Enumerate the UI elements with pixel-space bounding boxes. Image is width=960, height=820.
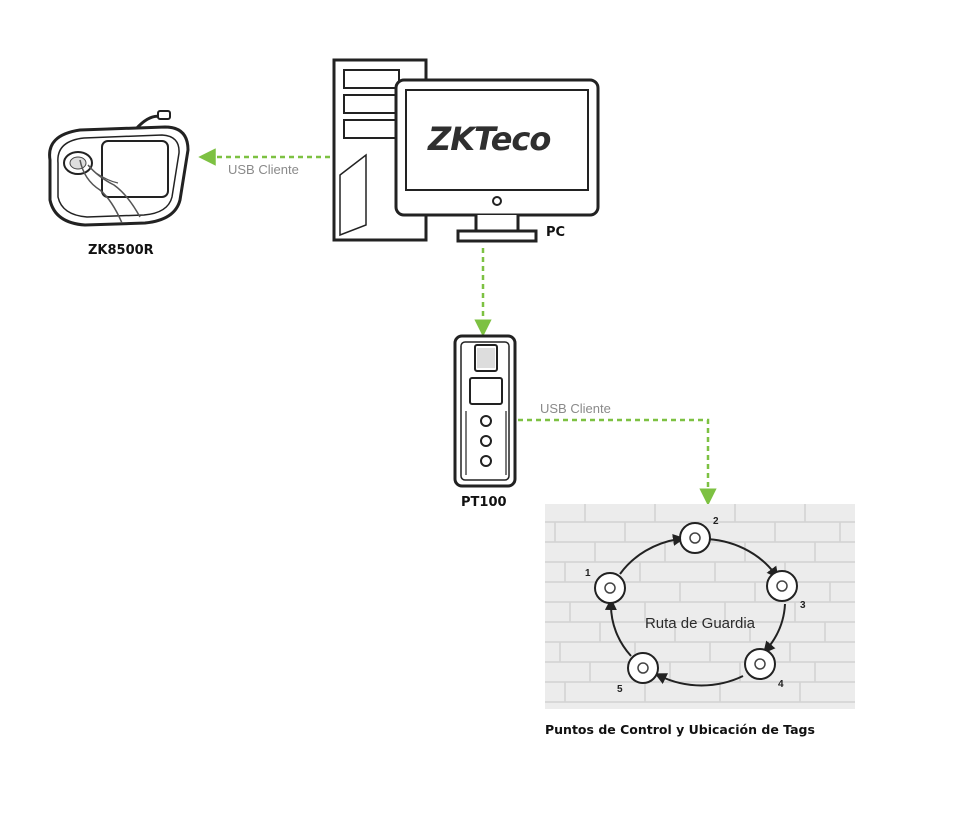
checkpoint-4 [744,648,776,680]
guard-route-panel: 2 3 4 5 1 Ruta de Guardia [545,504,855,709]
pc-icon [332,58,600,243]
checkpoint-3 [766,570,798,602]
checkpoint-number-5: 5 [617,684,623,695]
route-caption: Puntos de Control y Ubicación de Tags [545,722,815,737]
checkpoint-number-3: 3 [800,600,806,611]
checkpoint-1 [594,572,626,604]
connector-terminal-to-route [518,418,717,506]
checkpoint-number-2: 2 [713,516,719,527]
checkpoint-5 [627,652,659,684]
route-center-label: Ruta de Guardia [645,615,756,632]
checkpoint-2 [679,522,711,554]
terminal-label: PT100 [461,495,507,510]
terminal-connection-label: USB Cliente [540,401,611,416]
checkpoint-number-1: 1 [585,568,591,579]
zkteco-logo: ZKTeco [428,120,551,158]
pc-label: PC [546,225,566,240]
fingerprint-reader-icon [48,110,190,227]
reader-connection-label: USB Cliente [228,162,299,177]
checkpoint-number-4: 4 [778,679,784,690]
pt100-terminal-icon [453,334,517,488]
reader-label: ZK8500R [88,243,154,258]
